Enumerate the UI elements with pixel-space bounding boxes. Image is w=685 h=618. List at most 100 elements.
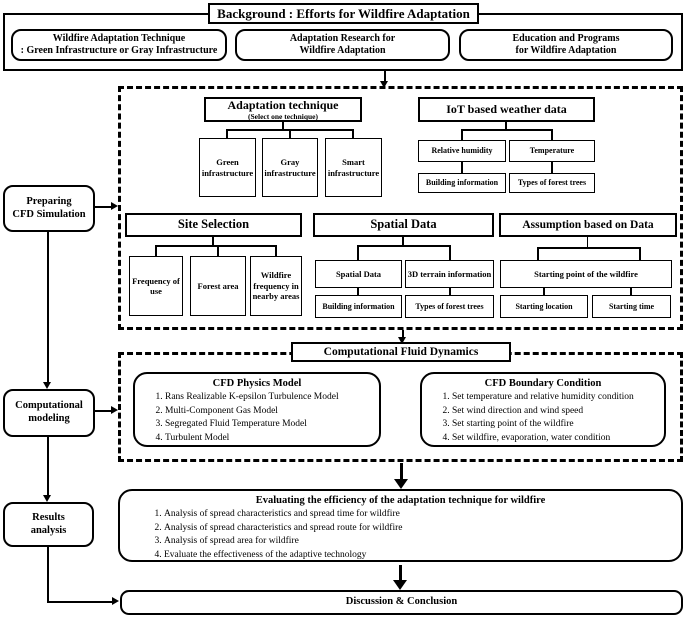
cfd-physics-model-panel: CFD Physics Model Rans Realizable K-epsi… [133,372,381,447]
building-information-box: Building information [418,173,506,193]
arrowhead-right-icon [112,597,119,605]
background-title: Background : Efforts for Wildfire Adapta… [208,3,479,24]
connector-line [505,122,507,130]
connector-line [384,71,386,82]
list-item: Multi-Component Gas Model [165,405,379,418]
connector-line [402,330,404,338]
connector-line [402,237,404,246]
connector-line [551,129,553,140]
list-item: Evaluate the effectiveness of the adapti… [164,549,681,562]
connector-line [357,245,451,247]
spatial-data-box: Spatial Data [315,260,402,288]
terrain-information-box: 3D terrain information [405,260,494,288]
box-line: Adaptation Research for [289,32,396,44]
cfd-title-box: Computational Fluid Dynamics [291,342,511,362]
arrowhead-right-icon [111,202,118,210]
connector-line [226,129,228,138]
types-of-forest-trees-box: Types of forest trees [405,295,494,318]
list-item: Set temperature and relative humidity co… [452,391,664,404]
green-infrastructure-box: Green infrastructure [199,138,256,197]
connector-line [630,288,632,295]
connector-line [282,122,284,130]
preparing-dashed-frame [118,86,683,330]
box-line: Education and Programs [512,32,620,44]
list-item: Analysis of spread characteristics and s… [164,522,681,535]
connector-line [275,245,277,256]
stage-results-analysis: Results analysis [3,502,94,547]
connector-line [639,247,641,260]
connector-line [551,162,553,173]
arrowhead-down-icon [43,382,51,389]
adaptation-technique-box: Adaptation technique (Select one techniq… [204,97,362,122]
frequency-of-use-box: Frequency of use [129,256,183,316]
arrowhead-down-icon [380,81,388,88]
connector-line [537,247,641,249]
starting-location-box: Starting location [500,295,588,318]
types-of-forest-trees-box: Types of forest trees [509,173,595,193]
adaptation-technique-subtitle: (Select one technique) [248,112,318,122]
stage-label: Computational [15,400,83,412]
box-line: Wildfire Adaptation [299,45,386,56]
box-line: : Green Infrastructure or Gray Infrastru… [20,45,218,56]
connector-line [95,206,113,208]
connector-line [47,437,49,495]
discussion-conclusion-box: Discussion & Conclusion [120,590,683,615]
connector-line [537,247,539,260]
list-item: Rans Realizable K-epsilon Turbulence Mod… [165,391,379,404]
connector-line [47,601,113,603]
temperature-box: Temperature [509,140,595,162]
cfd-physics-model-title: CFD Physics Model [212,378,302,389]
connector-line [400,463,403,480]
stage-computational-modeling: Computational modeling [3,389,95,437]
assumption-based-on-data-box: Assumption based on Data [499,213,677,237]
evaluation-panel: Evaluating the efficiency of the adaptat… [118,489,683,562]
connector-line [217,245,219,256]
forest-area-box: Forest area [190,256,246,316]
evaluation-title: Evaluating the efficiency of the adaptat… [255,495,546,506]
evaluation-list: Analysis of spread characteristics and s… [120,508,681,563]
cfd-boundary-condition-panel: CFD Boundary Condition Set temperature a… [420,372,666,447]
connector-line [461,162,463,173]
connector-line [461,129,463,140]
box-line: for Wildfire Adaptation [515,45,617,56]
list-item: Segregated Fluid Temperature Model [165,418,379,431]
list-item: Analysis of spread characteristics and s… [164,508,681,521]
stage-label: analysis [30,524,67,536]
building-information-box: Building information [315,295,402,318]
adaptation-technique-title: Adaptation technique [227,97,339,112]
connector-line [47,547,49,603]
connector-line [543,288,545,295]
stage-label: Preparing [26,195,72,207]
list-item: Set wind direction and wind speed [452,405,664,418]
stage-preparing-cfd-simulation: Preparing CFD Simulation [3,185,95,232]
list-item: Set wildfire, evaporation, water conditi… [452,432,664,445]
list-item: Analysis of spread area for wildfire [164,535,681,548]
connector-line [352,129,354,138]
cfd-boundary-condition-title: CFD Boundary Condition [484,378,602,389]
arrowhead-right-icon [111,406,118,414]
connector-line [449,245,451,260]
arrowhead-down-icon [43,495,51,502]
cfd-physics-model-list: Rans Realizable K-epsilon Turbulence Mod… [135,391,379,446]
stage-label: modeling [28,413,70,424]
connector-line [47,232,49,383]
connector-line [357,245,359,260]
connector-line [212,237,214,246]
background-box-technique: Wildfire Adaptation Technique : Green In… [11,29,227,61]
arrowhead-down-icon [398,337,406,344]
background-box-education: Education and Programs for Wildfire Adap… [459,29,673,61]
connector-line [155,245,157,256]
iot-weather-data-box: IoT based weather data [418,97,595,122]
gray-infrastructure-box: Gray infrastructure [262,138,318,197]
site-selection-box: Site Selection [125,213,302,237]
connector-line [155,245,277,247]
starting-point-box: Starting point of the wildfire [500,260,672,288]
arrowhead-down-icon [393,580,407,590]
stage-label: Results [32,511,65,523]
connector-line [461,129,553,131]
background-box-research: Adaptation Research for Wildfire Adaptat… [235,29,450,61]
list-item: Set starting point of the wildfire [452,418,664,431]
relative-humidity-box: Relative humidity [418,140,506,162]
stage-label: CFD Simulation [12,208,86,220]
